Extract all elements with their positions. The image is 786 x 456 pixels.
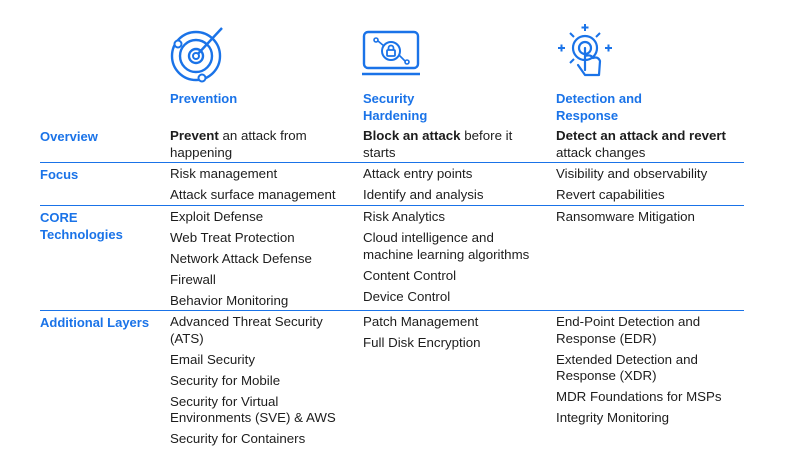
row-divider	[40, 162, 744, 163]
overview-bold: Block an attack	[363, 128, 461, 143]
list-item: Patch Management	[363, 314, 479, 329]
overview-hardening: Block an attack before it starts	[363, 128, 512, 161]
overview-text: starts	[363, 144, 396, 160]
focus-hardening: Attack entry points Identify and analysi…	[363, 166, 483, 208]
list-item: Advanced Threat Security(ATS)	[170, 314, 336, 347]
row-label-additional-layers: Additional Layers	[40, 315, 150, 330]
list-item: Email Security	[170, 351, 255, 367]
heading-line: Security	[363, 91, 415, 106]
column-heading-prevention: Prevention	[170, 90, 237, 107]
list-item: Visibility and observability	[556, 166, 708, 181]
list-item: Device Control	[363, 288, 451, 304]
target-icon	[170, 27, 223, 83]
overview-text: attack changes	[556, 144, 646, 160]
label-line: Technologies	[40, 227, 123, 242]
heading-text: Prevention	[170, 91, 238, 106]
list-item-line: Advanced Threat Security	[170, 314, 323, 329]
row-divider	[40, 205, 744, 206]
laptop-lock-icon	[362, 30, 420, 76]
overview-detection: Detect an attack and revert attack chang…	[556, 128, 726, 161]
list-item: Security for Containers	[170, 431, 306, 447]
list-item: Risk Analytics	[363, 209, 446, 224]
list-item: Revert capabilities	[556, 187, 665, 203]
row-label-overview: Overview	[40, 129, 98, 144]
list-item: Integrity Monitoring	[556, 410, 670, 426]
list-item-line: (ATS)	[170, 330, 204, 346]
list-item: Web Treat Protection	[170, 230, 295, 246]
column-heading-security-hardening: Security Hardening	[363, 90, 427, 124]
list-item-line: Environments (SVE) & AWS	[170, 410, 336, 426]
list-item: Attack entry points	[363, 166, 473, 181]
additional-hardening: Patch Management Full Disk Encryption	[363, 314, 481, 356]
label-line: CORE	[40, 210, 78, 225]
row-divider	[40, 310, 744, 311]
list-item: Network Attack Defense	[170, 251, 312, 267]
touch-target-icon	[558, 24, 612, 77]
overview-prevention: Prevent an attack from happening	[170, 128, 307, 161]
list-item-line: Extended Detection and	[556, 351, 698, 367]
row-label-core-technologies: CORE Technologies	[40, 209, 123, 243]
list-item-line: End-Point Detection and	[556, 314, 701, 329]
focus-prevention: Risk management Attack surface managemen…	[170, 166, 336, 208]
overview-text: before it	[460, 128, 513, 143]
list-item-line: machine learning algorithms	[363, 246, 530, 262]
focus-detection: Visibility and observability Revert capa…	[556, 166, 707, 208]
list-item: Identify and analysis	[363, 187, 484, 203]
list-item: Content Control	[363, 267, 457, 283]
overview-bold: Prevent	[170, 128, 219, 143]
heading-line: Response	[556, 108, 619, 123]
list-item: Firewall	[170, 272, 216, 288]
list-item: MDR Foundations for MSPs	[556, 389, 722, 405]
heading-line: Hardening	[363, 108, 428, 123]
list-item: Behavior Monitoring	[170, 293, 289, 309]
list-item: Ransomware Mitigation	[556, 209, 695, 224]
list-item: Full Disk Encryption	[363, 335, 481, 351]
row-label-focus: Focus	[40, 167, 79, 182]
heading-line: Detection and	[556, 91, 642, 106]
list-item: Security for Mobile	[170, 372, 281, 388]
list-item: Attack surface management	[170, 187, 336, 203]
list-item: Exploit Defense	[170, 209, 264, 224]
additional-prevention: Advanced Threat Security(ATS) Email Secu…	[170, 314, 336, 452]
list-item-line: Security for Virtual	[170, 393, 279, 409]
list-item-line: Response (EDR)	[556, 330, 657, 346]
list-item-line: Response (XDR)	[556, 368, 657, 384]
overview-text: an attack from	[218, 128, 307, 143]
core-detection: Ransomware Mitigation	[556, 209, 695, 230]
list-item-line: Cloud intelligence and	[363, 230, 494, 246]
overview-text: happening	[170, 144, 233, 160]
column-heading-detection-response: Detection and Response	[556, 90, 642, 124]
list-item: Risk management	[170, 166, 278, 181]
core-prevention: Exploit Defense Web Treat Protection Net…	[170, 209, 312, 314]
overview-bold: Detect an attack and revert	[556, 128, 726, 143]
